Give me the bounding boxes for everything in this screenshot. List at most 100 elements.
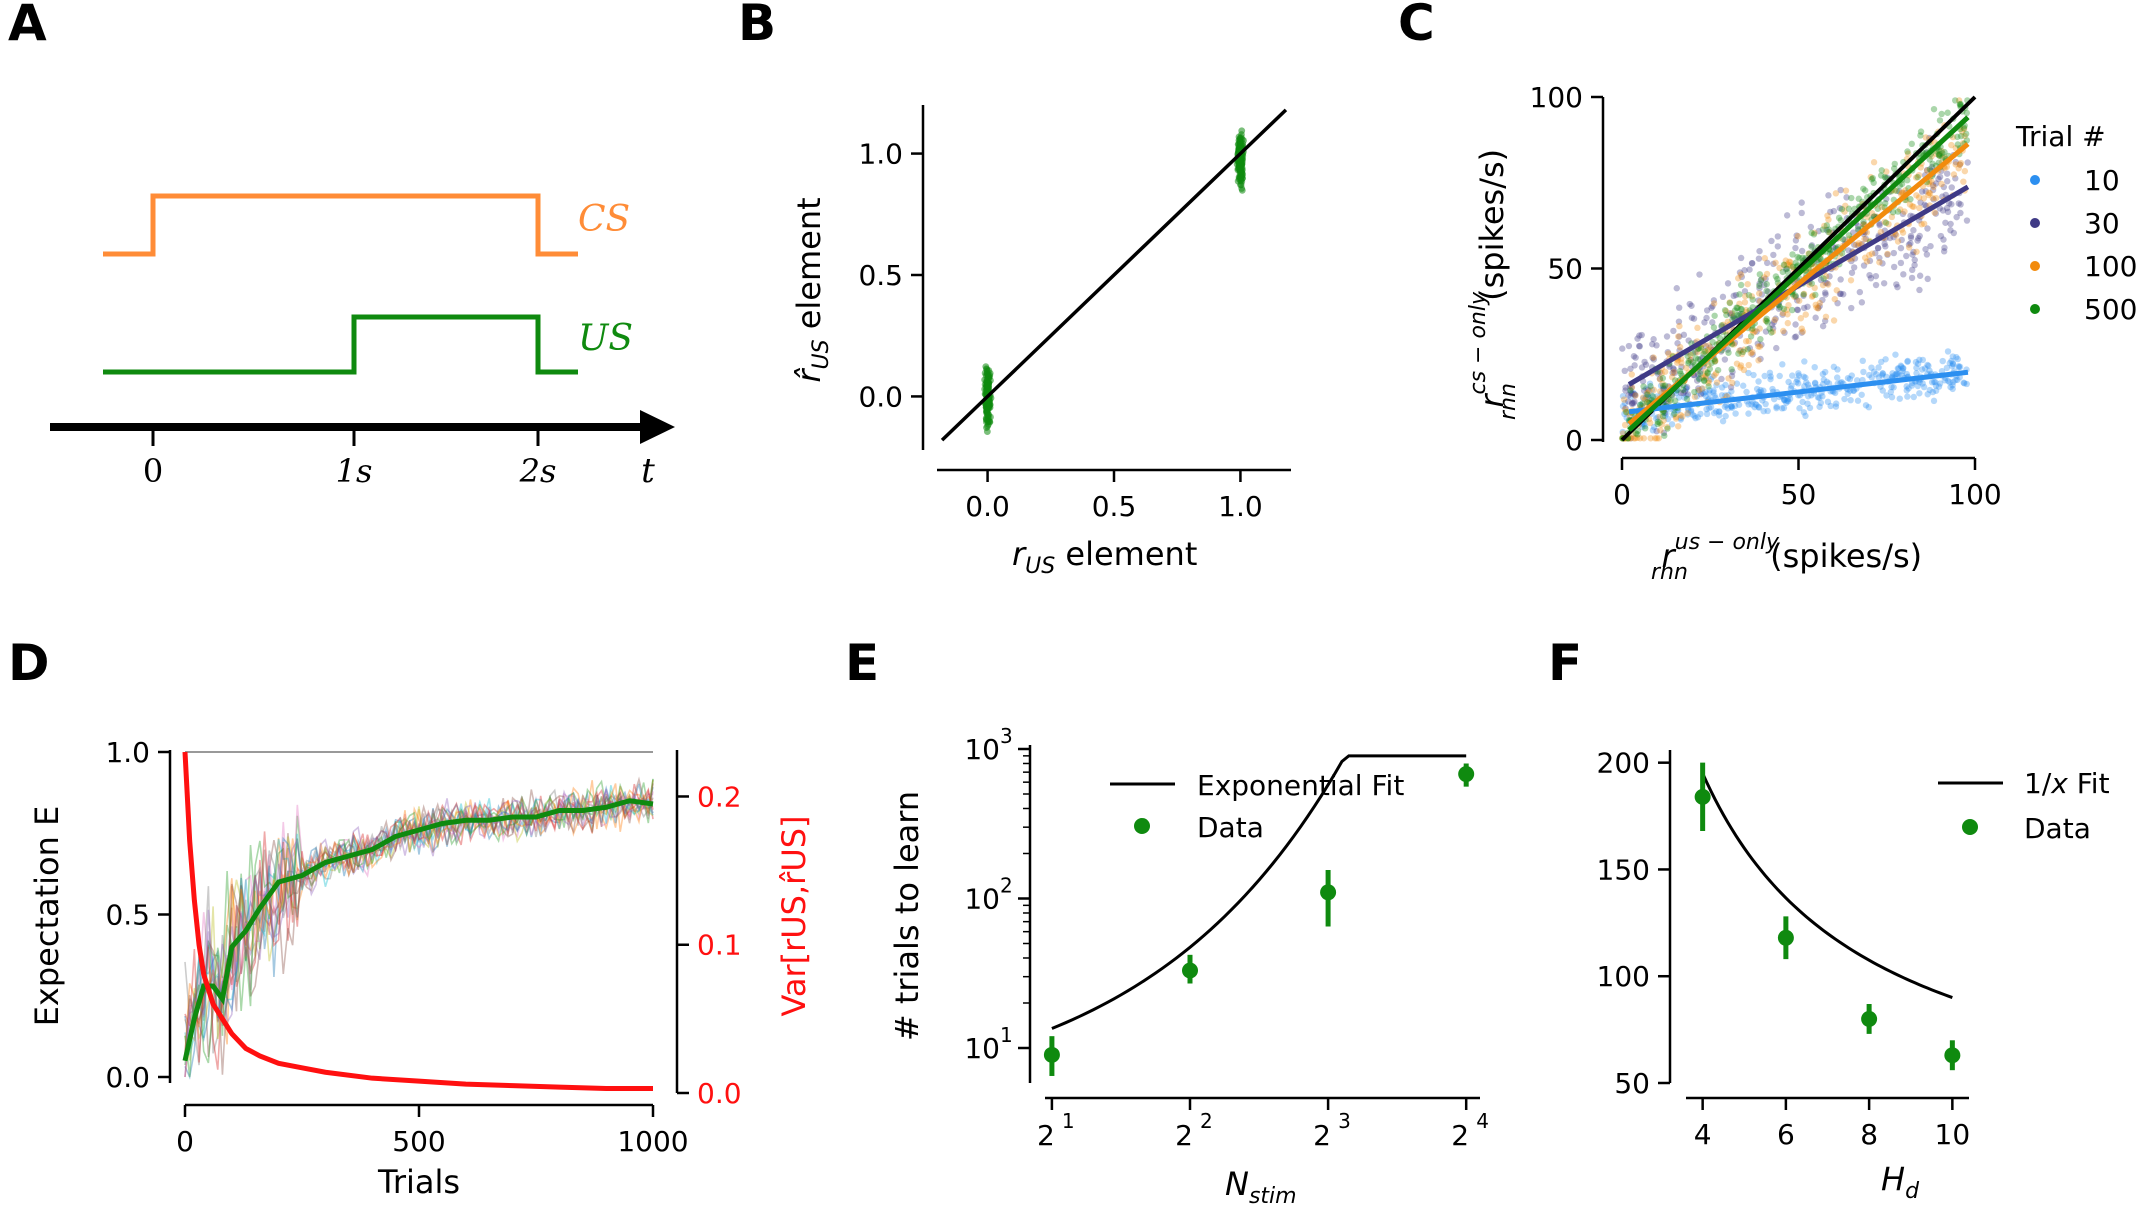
- scatter-point: [1868, 250, 1876, 257]
- scatter-point: [1745, 291, 1753, 299]
- scatter-point: [1753, 401, 1760, 409]
- scatter-point: [1819, 380, 1827, 388]
- scatter-point: [1627, 435, 1634, 442]
- scatter-point: [1675, 333, 1682, 340]
- scatter-point: [1833, 287, 1840, 294]
- scatter-point: [1936, 380, 1944, 387]
- scatter-point: [1640, 383, 1647, 390]
- x-tick-label: 2: [1451, 1119, 1469, 1152]
- x-tick-label: 4: [1694, 1118, 1712, 1151]
- y-tick-label: 150: [1597, 853, 1650, 886]
- scatter-point: [1896, 188, 1903, 195]
- scatter-point: [1654, 420, 1661, 428]
- scatter-point: [1792, 293, 1799, 301]
- scatter-point: [1674, 340, 1681, 347]
- scatter-point: [1808, 280, 1815, 287]
- x-tick-label: 0: [176, 1125, 194, 1158]
- scatter-point: [1688, 302, 1695, 309]
- scatter-point: [1725, 391, 1732, 399]
- scatter-point: [1890, 165, 1898, 172]
- scatter-point: [1888, 393, 1896, 401]
- scatter-point: [1866, 271, 1873, 279]
- scatter-point: [1760, 407, 1767, 415]
- scatter-point: [1924, 167, 1931, 174]
- scatter-point: [1831, 295, 1838, 303]
- scatter-point: [1950, 229, 1958, 237]
- scatter-point: [1949, 353, 1957, 360]
- scatter-point: [1772, 273, 1780, 280]
- scatter-point: [1658, 370, 1665, 377]
- scatter-point: [1957, 209, 1964, 217]
- scatter-point: [1926, 386, 1933, 394]
- scatter-point: [1809, 292, 1817, 299]
- scatter-point: [1792, 259, 1799, 266]
- scatter-point: [1954, 355, 1961, 363]
- scatter-point: [1652, 415, 1660, 422]
- scatter-point: [1748, 326, 1756, 334]
- x-tick-label: 50: [1781, 478, 1817, 511]
- scatter-point: [1917, 128, 1925, 135]
- scatter-point: [1931, 209, 1938, 216]
- scatter-point: [1952, 158, 1959, 166]
- scatter-point: [1963, 137, 1971, 144]
- scatter-point: [1916, 356, 1923, 364]
- scatter-point: [1930, 397, 1938, 405]
- scatter-point: [1677, 414, 1684, 422]
- scatter-point: [1695, 387, 1702, 395]
- scatter-point: [1753, 328, 1760, 335]
- scatter-point: [1802, 311, 1809, 318]
- scatter-point: [1792, 244, 1799, 252]
- scatter-point: [1762, 275, 1769, 283]
- scatter-point: [1701, 373, 1708, 380]
- scatter-point: [1949, 382, 1956, 389]
- scatter-point: [1799, 254, 1806, 262]
- scatter-point: [1734, 304, 1741, 312]
- scatter-point: [1948, 201, 1955, 208]
- scatter-point: [1770, 260, 1777, 268]
- scatter-point: [1911, 256, 1918, 264]
- scatter-point: [1702, 372, 1710, 380]
- scatter-point: [1906, 201, 1914, 208]
- scatter-point: [1750, 371, 1757, 379]
- scatter-point: [1654, 370, 1661, 377]
- x-tick-exponent: 2: [1200, 1109, 1213, 1133]
- scatter-point: [1726, 299, 1734, 307]
- scatter-point: [1647, 383, 1654, 390]
- scatter-point: [1916, 232, 1923, 240]
- scatter-point: [1794, 380, 1802, 387]
- scatter-point: [1793, 232, 1800, 239]
- scatter-point: [1908, 274, 1916, 282]
- scatter-point: [1727, 311, 1735, 318]
- scatter-point: [1868, 176, 1875, 183]
- scatter-point: [1870, 368, 1878, 375]
- scatter-point: [1693, 377, 1701, 384]
- scatter-point: [1842, 187, 1850, 194]
- scatter-point: [1901, 208, 1908, 215]
- scatter-point: [1869, 174, 1876, 182]
- scatter-point: [1694, 414, 1702, 421]
- scatter-point: [1698, 385, 1706, 392]
- scatter-point: [1705, 342, 1713, 349]
- scatter-point: [1899, 229, 1907, 236]
- scatter-point: [1914, 237, 1921, 244]
- scatter-point: [1811, 379, 1819, 387]
- scatter-point: [1738, 350, 1746, 358]
- scatter-point: [1812, 291, 1819, 299]
- scatter-point: [1660, 385, 1667, 393]
- scatter-point: [1771, 316, 1778, 324]
- scatter-point: [1703, 406, 1710, 413]
- scatter-point: [1874, 205, 1882, 212]
- scatter-point: [1746, 345, 1754, 352]
- scatter-point: [1955, 363, 1962, 370]
- scatter-point: [1699, 374, 1706, 381]
- scatter-point: [1798, 199, 1805, 206]
- scatter-point: [1815, 304, 1822, 312]
- scatter-point: [1697, 390, 1705, 398]
- scatter-point: [1755, 378, 1762, 385]
- scatter-point: [1682, 364, 1690, 371]
- scatter-point: [1736, 347, 1743, 354]
- x-tick-label: 0.5: [1092, 490, 1137, 523]
- scatter-point: [1864, 213, 1871, 221]
